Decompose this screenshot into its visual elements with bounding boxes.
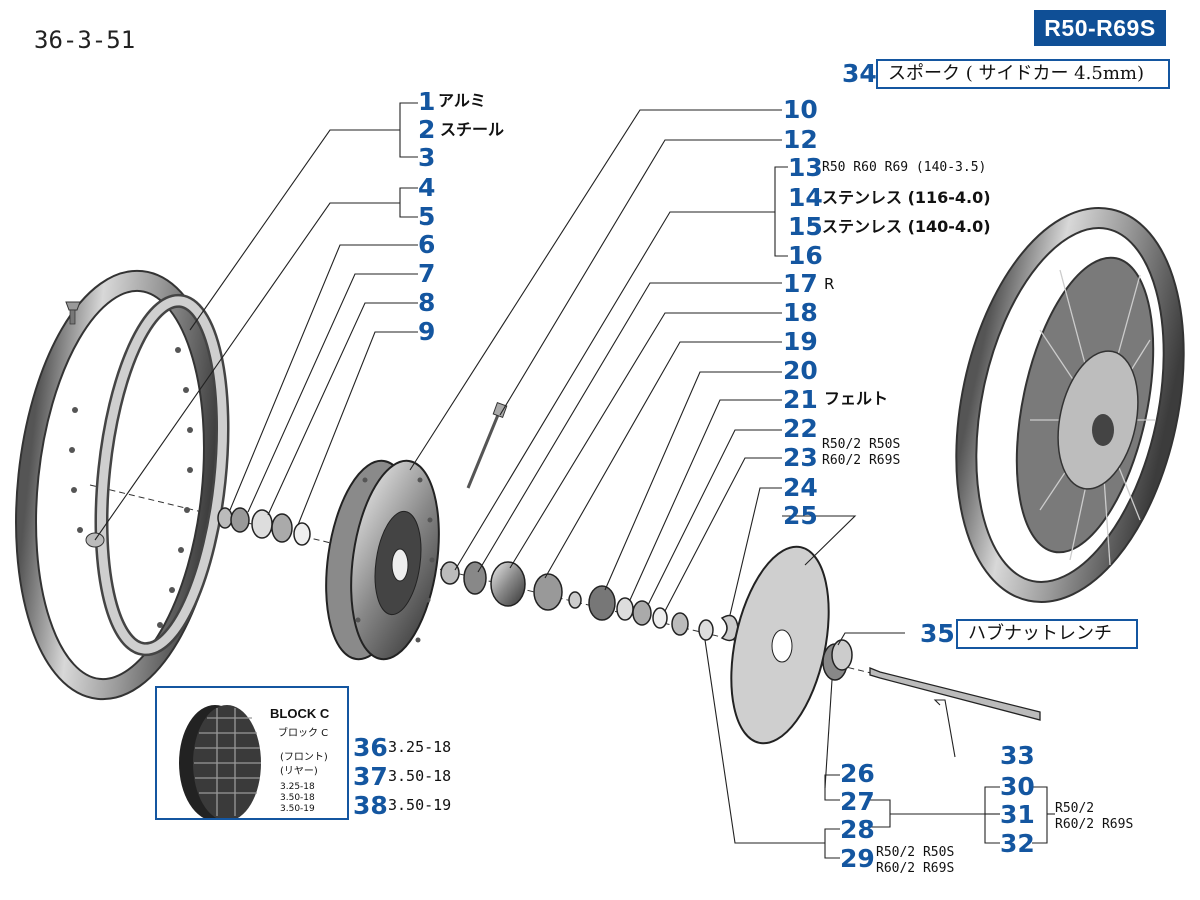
- callout-31-label-b: R60/2 R69S: [1055, 817, 1134, 832]
- callout-33-number: 33: [1000, 741, 1035, 770]
- callout-2-number: 2: [418, 115, 436, 144]
- tire-box-front: (フロント): [280, 752, 328, 763]
- callout-29-label-b: R60/2 R69S: [876, 861, 955, 876]
- callout-35-number: 35: [920, 619, 955, 648]
- rim-part: [15, 269, 230, 701]
- spoke-part: [466, 402, 508, 489]
- tire-image: [179, 705, 261, 818]
- tire-box-title: BLOCK C: [270, 706, 330, 721]
- model-badge: R50-R69S: [1034, 10, 1166, 46]
- callout-27-number: 27: [840, 787, 875, 816]
- callout-13-number: 13: [788, 153, 823, 182]
- tire-box: [155, 686, 349, 820]
- callout-22-label: R50/2 R50S: [822, 437, 901, 452]
- callout-38-label: 3.50-19: [388, 796, 452, 814]
- callout-15-label: ステンレス (140-4.0): [822, 217, 991, 236]
- callout-12-number: 12: [783, 125, 818, 154]
- callout-37-label: 3.50-18: [388, 767, 452, 785]
- callout-36-label: 3.25-18: [388, 738, 452, 756]
- callout-31-number: 31: [1000, 800, 1035, 829]
- callout-4-number: 4: [418, 173, 436, 202]
- callout-8-number: 8: [418, 288, 436, 317]
- callout-2-label: スチール: [440, 120, 505, 139]
- callout-6-number: 6: [418, 230, 436, 259]
- callout-34-label: スポーク ( サイドカー 4.5mm): [876, 59, 1170, 89]
- callout-1-label: アルミ: [438, 91, 486, 110]
- callout-37-number: 37: [353, 762, 388, 791]
- callout-36-number: 36: [353, 733, 388, 762]
- callout-29-label-a: R50/2 R50S: [876, 845, 955, 860]
- callout-32-number: 32: [1000, 829, 1035, 858]
- callout-23-label: R60/2 R69S: [822, 453, 901, 468]
- callout-38-number: 38: [353, 791, 388, 820]
- tire-box-title-jp: ブロック C: [278, 728, 329, 739]
- brake-plate-part: [730, 545, 830, 745]
- hub-part: [325, 459, 440, 661]
- leader-lines: [94, 102, 1055, 859]
- callout-1-number: 1: [418, 87, 436, 116]
- callout-13-label: R50 R60 R69 (140-3.5): [822, 160, 987, 175]
- callout-20-number: 20: [783, 356, 818, 385]
- tire-box-size-2: 3.50-18: [280, 793, 315, 803]
- callout-19-number: 19: [783, 327, 818, 356]
- tire-box-size-3: 3.50-19: [280, 804, 315, 814]
- callout-21-number: 21: [783, 385, 818, 414]
- callout-25-number: 25: [783, 501, 818, 530]
- callout-31-label-a: R50/2: [1055, 801, 1095, 816]
- callout-14-label: ステンレス (116-4.0): [822, 188, 991, 207]
- callout-10-number: 10: [783, 95, 818, 124]
- callout-17-label: R: [824, 275, 835, 293]
- callout-35-label: ハブナットレンチ: [956, 619, 1138, 649]
- callout-5-number: 5: [418, 202, 436, 231]
- callout-17-number: 17: [783, 269, 818, 298]
- tire-box-size-1: 3.25-18: [280, 782, 315, 792]
- tire-box-rear: (リヤー): [280, 766, 318, 777]
- callout-7-number: 7: [418, 259, 436, 288]
- callout-26-number: 26: [840, 759, 875, 788]
- page-code: 36-3-51: [34, 26, 136, 54]
- callout-22-number: 22: [783, 414, 818, 443]
- callout-21-label: フェルト: [824, 389, 889, 408]
- callout-30-number: 30: [1000, 772, 1035, 801]
- callout-29-number: 29: [840, 844, 875, 873]
- callout-24-number: 24: [783, 473, 818, 502]
- callout-3-number: 3: [418, 143, 436, 172]
- callout-16-number: 16: [788, 241, 823, 270]
- callout-9-number: 9: [418, 317, 436, 346]
- callout-34-number: 34: [842, 59, 877, 88]
- assembled-wheel: [955, 207, 1185, 603]
- callout-14-number: 14: [788, 183, 823, 212]
- callout-23-number: 23: [783, 443, 818, 472]
- small-parts: [217, 507, 739, 642]
- callout-18-number: 18: [783, 298, 818, 327]
- callout-28-number: 28: [840, 815, 875, 844]
- axle-part: [822, 639, 1041, 721]
- callout-15-number: 15: [788, 212, 823, 241]
